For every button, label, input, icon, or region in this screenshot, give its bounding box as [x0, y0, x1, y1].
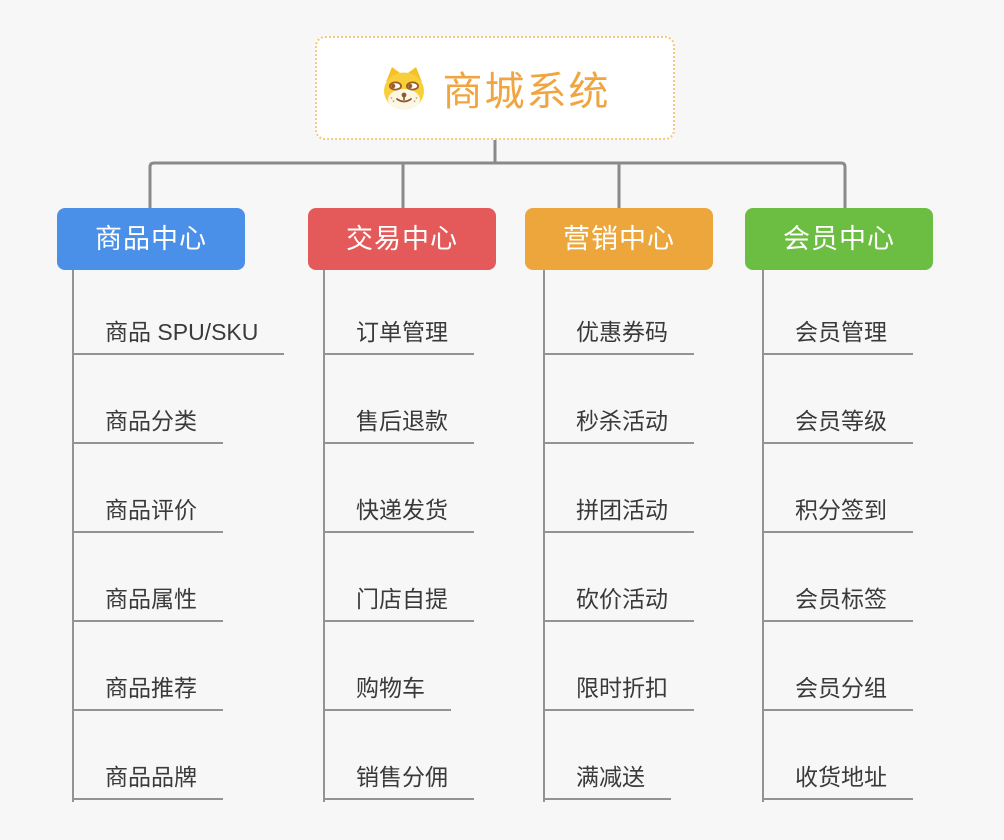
branch-node-trade-center[interactable]: 交易中心: [308, 208, 496, 270]
dog-face-icon: [383, 67, 424, 110]
leaf-node[interactable]: 砍价活动: [543, 584, 694, 622]
leaf-node[interactable]: 限时折扣: [543, 673, 694, 711]
leaf-node[interactable]: 商品品牌: [72, 762, 223, 800]
root-node-mall-system[interactable]: 商城系统: [315, 36, 675, 140]
leaf-node[interactable]: 满减送: [543, 762, 671, 800]
leaf-node[interactable]: 销售分佣: [323, 762, 474, 800]
branch-vertical-line: [323, 269, 325, 802]
leaf-node[interactable]: 会员管理: [762, 317, 913, 355]
branch-node-marketing-center[interactable]: 营销中心: [525, 208, 713, 270]
leaf-node[interactable]: 门店自提: [323, 584, 474, 622]
branch-label: 商品中心: [95, 224, 207, 254]
leaf-node[interactable]: 收货地址: [762, 762, 913, 800]
branch-label: 营销中心: [563, 224, 675, 254]
leaf-node[interactable]: 商品 SPU/SKU: [72, 317, 285, 355]
branch-label: 会员中心: [783, 224, 895, 254]
branch-vertical-line: [72, 269, 74, 802]
leaf-node[interactable]: 商品评价: [72, 495, 223, 533]
leaf-node[interactable]: 快递发货: [323, 495, 474, 533]
leaf-node[interactable]: 商品属性: [72, 584, 223, 622]
leaf-node[interactable]: 商品推荐: [72, 673, 223, 711]
leaf-node[interactable]: 售后退款: [323, 406, 474, 444]
leaf-node[interactable]: 秒杀活动: [543, 406, 694, 444]
root-node-title: 商城系统: [442, 70, 611, 114]
branch-node-product-center[interactable]: 商品中心: [57, 208, 245, 270]
branch-label: 交易中心: [346, 224, 458, 254]
leaf-node[interactable]: 优惠券码: [543, 317, 694, 355]
leaf-node[interactable]: 积分签到: [762, 495, 913, 533]
leaf-node[interactable]: 商品分类: [72, 406, 223, 444]
leaf-node[interactable]: 购物车: [323, 673, 451, 711]
leaf-node[interactable]: 会员等级: [762, 406, 913, 444]
branch-node-member-center[interactable]: 会员中心: [745, 208, 933, 270]
branch-vertical-line: [543, 269, 545, 802]
leaf-node[interactable]: 会员分组: [762, 673, 913, 711]
leaf-node[interactable]: 会员标签: [762, 584, 913, 622]
leaf-node[interactable]: 订单管理: [323, 317, 474, 355]
leaf-node[interactable]: 拼团活动: [543, 495, 694, 533]
branch-vertical-line: [762, 269, 764, 802]
